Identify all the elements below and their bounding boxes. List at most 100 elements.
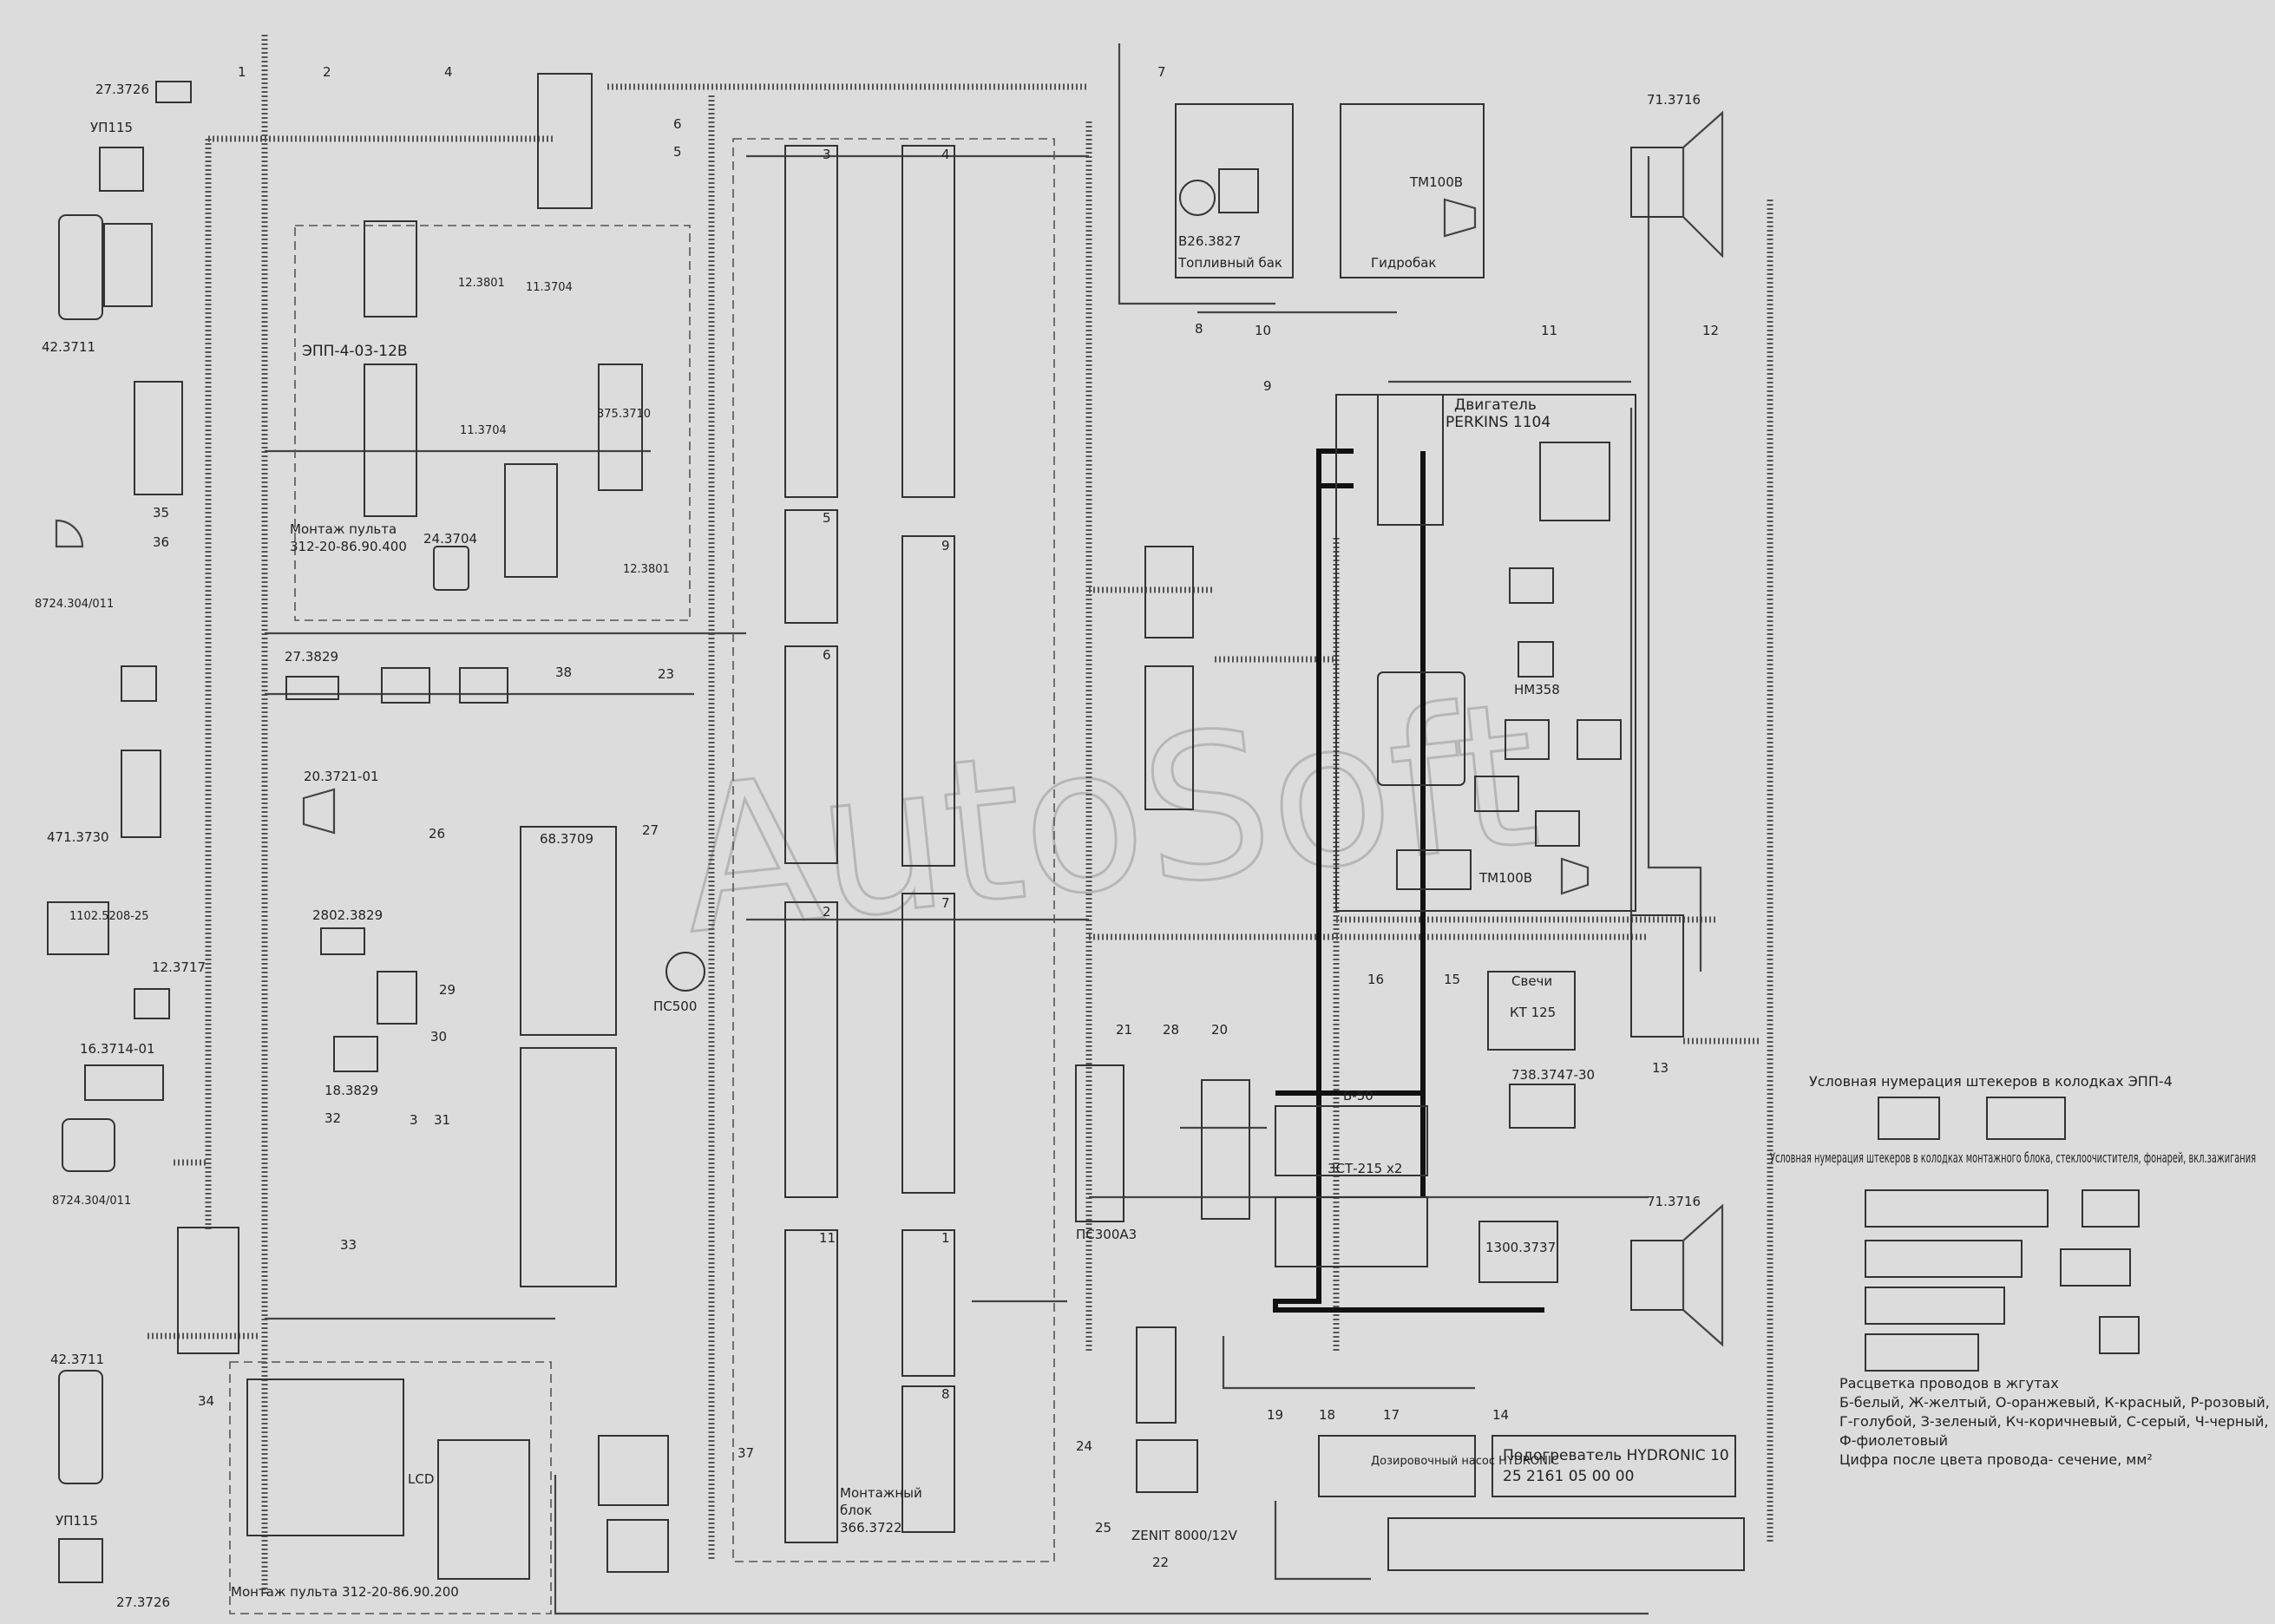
part-42-3711-top: 42.3711 bbox=[42, 339, 95, 355]
callout-37: 37 bbox=[738, 1445, 754, 1461]
fuel-tank-label: Топливный бак bbox=[1177, 255, 1282, 271]
callout-7: 7 bbox=[1157, 64, 1166, 80]
connector-4-id: 4 bbox=[941, 147, 950, 162]
battery-2 bbox=[1275, 1196, 1428, 1267]
engine-frame bbox=[1335, 394, 1636, 912]
zapp-frame bbox=[294, 225, 691, 621]
connector-9-id: 9 bbox=[941, 538, 950, 553]
connector-6-id: 6 bbox=[823, 647, 831, 663]
callout-35: 35 bbox=[153, 505, 169, 521]
legend-colors-line3: Ф-фиолетовый bbox=[1839, 1432, 1948, 1449]
callout-2: 2 bbox=[323, 64, 331, 80]
part-2802-3829: 2802.3829 bbox=[312, 907, 383, 923]
engine-model: PERKINS 1104 bbox=[1446, 414, 1551, 431]
part-8724-bottom: 8724.304/011 bbox=[52, 1195, 131, 1208]
zenit-label: ZENIT 8000/12V bbox=[1131, 1528, 1238, 1543]
mount-block-frame bbox=[732, 138, 1055, 1562]
part-12-3801-top: 12.3801 bbox=[458, 277, 505, 290]
callout-11: 11 bbox=[1541, 323, 1557, 338]
mount-block-connectors: 3 4 5 9 6 2 7 11 1 8 bbox=[784, 145, 955, 1543]
fuel-tank bbox=[1175, 103, 1294, 278]
dosing-pump-label: Дозировочный насос HYDRONIC bbox=[1371, 1455, 1559, 1468]
part-375-3710: 375.3710 bbox=[597, 408, 651, 421]
part-12-3801-mid: 12.3801 bbox=[623, 563, 670, 576]
montazh-top-label-1: Монтаж пульта bbox=[290, 521, 397, 537]
connector-3-id: 3 bbox=[823, 147, 831, 162]
callout-36: 36 bbox=[153, 534, 169, 550]
part-8724-top: 8724.304/011 bbox=[35, 598, 114, 611]
battery-code: Б-50 bbox=[1343, 1088, 1374, 1103]
part-24-3704: 24.3704 bbox=[423, 531, 477, 547]
connector-7-id: 7 bbox=[941, 895, 950, 911]
legend-colors-line2: Г-голубой, З-зеленый, Кч-коричневый, С-с… bbox=[1839, 1413, 2268, 1430]
heater-label: Подогреватель HYDRONIC 10 bbox=[1503, 1447, 1729, 1464]
callout-30: 30 bbox=[430, 1029, 447, 1044]
battery-label: 3СТ-215 х2 bbox=[1328, 1161, 1402, 1176]
heater bbox=[1492, 1435, 1736, 1497]
engine-label: Двигатель bbox=[1454, 396, 1537, 414]
part-11-3704-top: 11.3704 bbox=[526, 281, 573, 294]
tm100v-label: ТМ100В bbox=[1478, 870, 1532, 886]
relay-1300 bbox=[1478, 1221, 1558, 1283]
montazh-bottom-label: Монтаж пульта 312-20-86.90.200 bbox=[231, 1584, 459, 1600]
callout-29: 29 bbox=[439, 982, 456, 998]
callout-38: 38 bbox=[555, 665, 572, 680]
part-up115-bottom: УП115 bbox=[56, 1513, 98, 1529]
connector-2-id: 2 bbox=[823, 904, 831, 920]
legend-title-1: Условная нумерация штекеров в колодках Э… bbox=[1809, 1073, 2173, 1090]
callout-25: 25 bbox=[1095, 1520, 1111, 1536]
part-1102-5208: 1102.5208-25 bbox=[69, 910, 149, 923]
hm358-label: НМ358 bbox=[1514, 682, 1560, 697]
mount-block-label-3: 366.3722 bbox=[840, 1520, 902, 1536]
part-20-3721: 20.3721-01 bbox=[304, 769, 379, 784]
connector-11-id: 11 bbox=[819, 1230, 836, 1246]
part-27-3829: 27.3829 bbox=[285, 649, 338, 665]
part-up115-top: УП115 bbox=[90, 120, 133, 135]
dosing-pump bbox=[1318, 1435, 1476, 1497]
hydro-tank bbox=[1340, 103, 1485, 278]
callout-12: 12 bbox=[1702, 323, 1719, 338]
callout-27: 27 bbox=[642, 822, 659, 838]
ps500-label: ПС500 bbox=[653, 999, 697, 1014]
part-11-3704-mid: 11.3704 bbox=[460, 424, 507, 437]
part-16-3714: 16.3714-01 bbox=[80, 1041, 155, 1057]
callout-20: 20 bbox=[1211, 1022, 1228, 1038]
part-71-3716-top: 71.3716 bbox=[1647, 92, 1701, 108]
hydro-tank-label: Гидробак bbox=[1371, 255, 1436, 271]
callout-33: 33 bbox=[340, 1237, 357, 1253]
callout-19: 19 bbox=[1267, 1407, 1283, 1423]
legend-colors-line1: Б-белый, Ж-желтый, О-оранжевый, К-красны… bbox=[1839, 1394, 2270, 1411]
bottom-panel-frame bbox=[229, 1361, 552, 1614]
callout-9: 9 bbox=[1263, 378, 1272, 394]
part-12-3717: 12.3717 bbox=[152, 959, 206, 975]
callout-17: 17 bbox=[1383, 1407, 1400, 1423]
relay-738-label: 738.3747-30 bbox=[1511, 1067, 1595, 1083]
part-71-3716-bottom: 71.3716 bbox=[1647, 1194, 1701, 1209]
lcd-label: LCD bbox=[408, 1471, 434, 1487]
connector-1-id: 1 bbox=[941, 1230, 950, 1246]
mount-block-label-2: блок bbox=[840, 1503, 872, 1518]
callouts: 1 2 3 4 5 6 7 8 9 10 11 12 13 14 15 16 1… bbox=[153, 64, 1719, 1570]
connector-68-label: 68.3709 bbox=[540, 831, 593, 847]
legend-note: Цифра после цвета провода- сечение, мм² bbox=[1839, 1451, 2153, 1468]
ps300-label: ПС300А3 bbox=[1076, 1227, 1137, 1242]
kt125-title: Свечи bbox=[1511, 973, 1552, 989]
callout-32: 32 bbox=[325, 1110, 341, 1126]
callout-4: 4 bbox=[444, 64, 453, 80]
callout-10: 10 bbox=[1255, 323, 1271, 338]
callout-1: 1 bbox=[238, 64, 246, 80]
left-components: 27.3726 УП115 42.3711 8724.304/011 471.3… bbox=[35, 81, 239, 1610]
callout-24: 24 bbox=[1076, 1438, 1092, 1454]
connector-5-id: 5 bbox=[823, 510, 831, 526]
callout-8: 8 bbox=[1195, 321, 1203, 337]
callout-14: 14 bbox=[1492, 1407, 1509, 1423]
callout-31: 31 bbox=[434, 1112, 450, 1128]
callout-21: 21 bbox=[1116, 1022, 1132, 1038]
mount-block-label-1: Монтажный bbox=[840, 1485, 922, 1501]
callout-23: 23 bbox=[658, 666, 674, 682]
watermark: AutoSoft bbox=[671, 659, 1547, 979]
part-27-3726-bottom: 27.3726 bbox=[116, 1595, 170, 1610]
kt125-label: КТ 125 bbox=[1510, 1005, 1556, 1020]
heater-terminal bbox=[1387, 1517, 1745, 1571]
